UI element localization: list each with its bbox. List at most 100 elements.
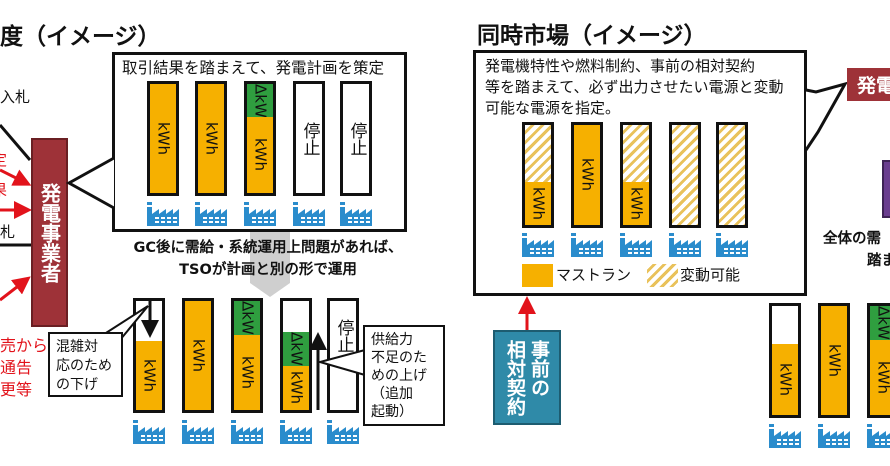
note-line: 起動） [371,404,413,420]
sim-bar: kWh [620,122,652,228]
demand-text: 全体の需 [823,231,881,247]
factory-icon [522,233,554,257]
bar-label: kWh [140,358,159,393]
note-line: （追加 [371,386,413,402]
factory-icon [147,202,179,226]
legend-must-run: マストラン [556,266,632,284]
note-line: の下げ [56,377,98,393]
gc-text: TSOが計画と別の形で運用 [179,262,357,278]
bar-label: 停止 [333,319,354,353]
factory-icon [182,420,214,444]
sim-bar: kWh [522,122,554,228]
red-arrow [0,276,31,302]
factory-icon [769,424,801,448]
generator-label: 発電事業者 [37,182,62,283]
factory-icon [867,424,890,448]
factory-icon [818,424,850,448]
bid-line [0,124,32,161]
bar-label: kWh [874,360,890,395]
bar-label: kWh [578,158,597,192]
note-line: めの上げ [371,368,427,384]
sim-bar: kWh [571,122,603,228]
note-line: 不足のた [371,350,427,366]
factory-icon [231,420,263,444]
factory-icon [293,202,325,226]
note-pointer [94,305,149,341]
factory-icon [280,420,312,444]
factory-icon [620,233,652,257]
plan-bar: 停止 [340,81,372,196]
reserve-label: ΔkW [251,83,270,118]
edge-label: 札 [0,223,16,241]
note-line: 混雑対 [56,339,98,355]
ops-bar: kWh [769,303,801,418]
callout-line: 等を踏まえて、必ず出力させたい電源と変動 [485,78,784,96]
contract-box: 事前の 相対契約 [493,330,561,425]
red-note: 通告 [0,358,33,377]
red-note: 更等 [0,380,33,399]
edge-label: 入札 [0,88,31,106]
generator-label: 発電 [857,75,890,97]
ops-bar: ΔkW kWh [280,298,312,413]
reserve-label: ΔkW [287,332,306,366]
bar-label: kWh [529,186,548,221]
bar-label: kWh [251,138,270,172]
note-down: 混雑対 応のため の下げ [48,332,123,397]
ops-bar: kWh [182,298,214,413]
bar-label: 停止 [299,121,320,156]
bar-label: kWh [825,343,844,378]
bar-label: kWh [627,186,646,221]
plan-bar: kWh [147,81,179,196]
reserve-label: ΔkW [874,306,890,340]
edge-label: 定 [0,150,7,171]
note-line: 供給力 [371,332,413,348]
legend-variable: 変動可能 [680,266,741,284]
flow-arrow [250,231,290,297]
plan-bar: kWh [195,81,227,196]
ops-bar: kWh [133,298,165,413]
ops-bar: ΔkW kWh [231,298,263,413]
edge-label: 果 [0,180,7,201]
note-up: 供給力 不足のた めの上げ （追加 起動） [363,325,445,426]
left-title: 度（イメージ） [0,24,161,50]
factory-icon [669,233,701,257]
factory-icon [244,202,276,226]
callout-line: 可能な電源を指定。 [485,99,621,117]
bar-label: 停止 [346,121,367,156]
callout-pointer [804,81,849,151]
sim-bar [716,122,748,228]
callout-line: 発電機特性や燃料制約、事前の相対契約 [485,57,756,75]
bar-label: kWh [154,121,173,156]
plan-bar: 停止 [293,81,325,196]
generator-box-right: 発電 [847,68,890,101]
factory-icon [340,202,372,226]
ops-bar: ΔkW kWh [867,303,890,418]
note-pointer [318,349,366,376]
note-line: 応のため [56,358,112,374]
factory-icon [571,233,603,257]
demand-text: 踏ま [867,253,890,269]
bar-label: kWh [287,371,306,405]
bar-label: kWh [202,121,221,156]
callout-pointer [66,156,115,210]
generator-box: 発電事業者 [31,138,68,327]
sim-bar [669,122,701,228]
factory-icon [327,420,359,444]
legend-swatch-variable [647,264,678,287]
legend-swatch-must-run [522,264,553,287]
red-note: 売から [0,336,49,355]
bar-label: kWh [238,355,257,390]
contract-label: 相対契約 [504,339,526,416]
bar-label: kWh [189,338,208,373]
plan-caption: 取引結果を踏まえて、発電計画を策定 [122,59,384,77]
factory-icon [716,233,748,257]
tso-box [882,160,890,218]
bar-label: kWh [776,362,795,397]
gc-text: GC後に需給・系統運用上問題があれば、 [133,240,403,256]
right-title: 同時市場（イメージ） [477,23,707,49]
factory-icon [195,202,227,226]
ops-bar: kWh [818,303,850,418]
contract-label: 事前の [528,339,550,397]
reserve-label: ΔkW [238,301,257,335]
